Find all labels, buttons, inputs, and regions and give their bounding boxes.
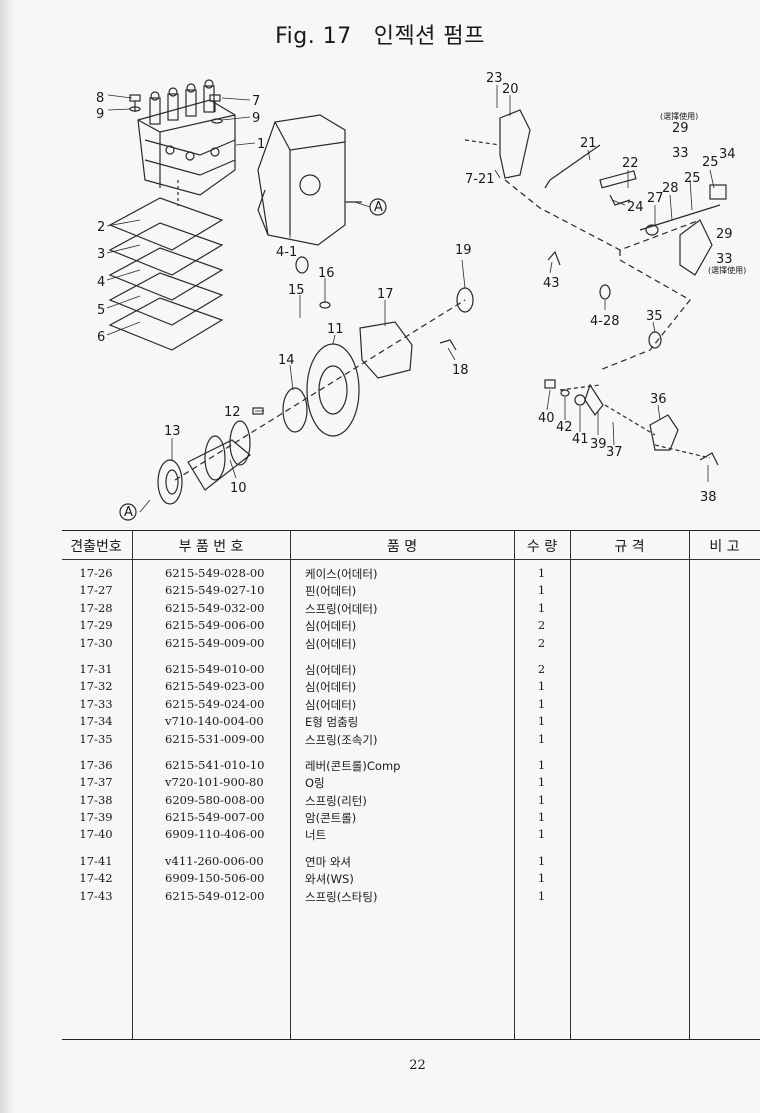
- svg-text:(選擇使用): (選擇使用): [660, 111, 698, 121]
- svg-text:42: 42: [556, 420, 573, 435]
- svg-text:22: 22: [622, 156, 639, 171]
- svg-text:3: 3: [97, 247, 105, 262]
- svg-text:29: 29: [672, 121, 689, 136]
- svg-text:24: 24: [627, 200, 644, 215]
- gasket-stack: [108, 180, 224, 351]
- svg-text:4: 4: [97, 275, 105, 290]
- svg-text:40: 40: [538, 411, 555, 426]
- svg-text:9: 9: [252, 111, 260, 126]
- col-header-part-no: 부 품 번 호: [178, 539, 244, 555]
- page-number: 22: [409, 1058, 426, 1073]
- col-header-specification: 규 격: [614, 539, 645, 555]
- svg-text:11: 11: [327, 322, 344, 337]
- svg-text:7-21: 7-21: [465, 172, 495, 187]
- svg-text:33: 33: [716, 252, 733, 267]
- svg-text:21: 21: [580, 136, 597, 151]
- svg-text:27: 27: [647, 191, 664, 206]
- svg-text:35: 35: [646, 309, 663, 324]
- svg-text:20: 20: [502, 82, 519, 97]
- svg-text:34: 34: [719, 147, 736, 162]
- figure-title: 인젝션 펌프: [373, 24, 485, 49]
- svg-text:33: 33: [672, 146, 689, 161]
- svg-text:43: 43: [543, 276, 560, 291]
- diagram-callouts: 8 9 7 9 1 2 3 4 5 6 4-1 A 16 15 17 19 11…: [96, 71, 746, 520]
- svg-text:(選擇使用): (選擇使用): [708, 265, 746, 275]
- col-header-quantity: 수 량: [526, 539, 558, 555]
- svg-text:9: 9: [96, 107, 104, 122]
- figure-label: Fig. 17: [275, 24, 352, 49]
- svg-text:28: 28: [662, 181, 679, 196]
- svg-text:4-28: 4-28: [590, 314, 620, 329]
- svg-text:1: 1: [257, 137, 265, 152]
- svg-text:6: 6: [97, 330, 105, 345]
- svg-text:41: 41: [572, 432, 589, 447]
- svg-text:4-1: 4-1: [276, 245, 297, 260]
- svg-text:38: 38: [700, 490, 717, 505]
- svg-text:A: A: [374, 200, 383, 215]
- svg-text:13: 13: [164, 424, 181, 439]
- camshaft-assembly: [157, 256, 474, 505]
- svg-text:29: 29: [716, 227, 733, 242]
- svg-text:12: 12: [224, 405, 241, 420]
- table-header: 견출번호 부 품 번 호 품 명 수 량 규 격 비 고: [62, 531, 760, 560]
- col-header-part-name: 품 명: [386, 539, 418, 555]
- leader-lines: [106, 85, 715, 513]
- svg-text:14: 14: [278, 353, 295, 368]
- injection-pump-body: [137, 79, 236, 196]
- svg-text:10: 10: [230, 481, 247, 496]
- governor-linkage: [464, 109, 727, 466]
- exploded-parts-diagram: 8 9 7 9 1 2 3 4 5 6 4-1 A 16 15 17 19 11…: [96, 71, 746, 521]
- engine-block: [257, 114, 362, 246]
- svg-text:2: 2: [97, 220, 105, 235]
- svg-text:16: 16: [318, 266, 335, 281]
- svg-text:25: 25: [702, 155, 719, 170]
- svg-text:A: A: [124, 505, 133, 520]
- svg-text:19: 19: [455, 243, 472, 258]
- svg-text:7: 7: [252, 94, 260, 109]
- col-header-index-no: 견출번호: [70, 539, 122, 555]
- col-header-remarks: 비 고: [709, 539, 740, 555]
- svg-text:25: 25: [684, 171, 701, 186]
- binding-edge: [0, 0, 14, 1113]
- svg-text:17: 17: [377, 287, 394, 302]
- svg-text:15: 15: [288, 283, 305, 298]
- svg-text:37: 37: [606, 445, 623, 460]
- page-title: Fig. 17 인젝션 펌프: [0, 18, 760, 50]
- svg-text:36: 36: [650, 392, 667, 407]
- svg-text:5: 5: [97, 303, 105, 318]
- svg-text:8: 8: [96, 91, 104, 106]
- svg-text:18: 18: [452, 363, 469, 378]
- svg-text:23: 23: [486, 71, 503, 86]
- svg-text:39: 39: [590, 437, 607, 452]
